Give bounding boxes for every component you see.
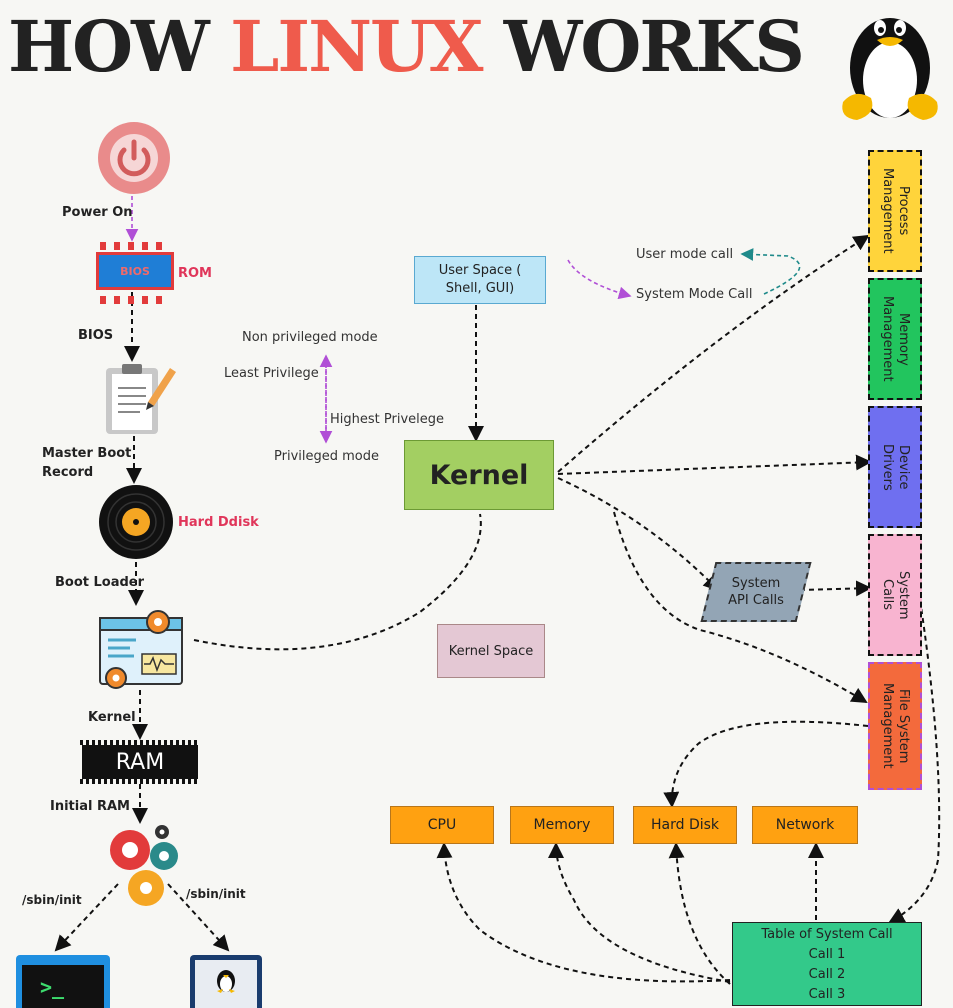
system-api-calls-box[interactable]: System API Calls [700, 562, 812, 622]
gears-icon [110, 825, 178, 906]
hard-disk-box[interactable]: Hard Disk [633, 806, 737, 844]
user-space-box[interactable]: User Space ( Shell, GUI) [414, 256, 546, 304]
hard-disk-icon [99, 485, 173, 559]
power-on-label: Power On [62, 205, 133, 220]
user-mode-call-label: User mode call [636, 247, 734, 262]
system-call-table[interactable]: Table of System Call Call 1 Call 2 Call … [732, 922, 922, 1006]
device-drivers-box[interactable]: Device Drivers [868, 406, 922, 528]
page-title: HOW LINUX WORKS [8, 5, 805, 88]
boot-loader-window-icon [99, 610, 183, 689]
terminal-icon[interactable]: >_ [16, 955, 110, 1008]
bios-label: BIOS [78, 328, 114, 343]
non-privileged-mode-label: Non privileged mode [242, 330, 378, 345]
memory-box[interactable]: Memory [510, 806, 614, 844]
kernel-space-box[interactable]: Kernel Space [437, 624, 545, 678]
highest-privilege-label: Highest Privelege [330, 412, 444, 427]
clipboard-icon [106, 364, 176, 434]
rom-label: ROM [178, 266, 212, 281]
sbin-init-right-label: /sbin/init [186, 887, 246, 901]
boot-loader-label: Boot Loader [55, 575, 145, 590]
system-call-row: Call 1 [808, 947, 846, 962]
system-call-row: Call 2 [808, 967, 846, 982]
least-privilege-label: Least Privilege [224, 366, 319, 381]
desktop-gui-icon[interactable] [190, 955, 262, 1008]
system-call-row: Call 3 [808, 987, 846, 1002]
network-box[interactable]: Network [752, 806, 858, 844]
kernel-box[interactable]: Kernel [404, 440, 554, 510]
mbr-label: Master Boot Record [42, 446, 132, 480]
bios-chip-icon: BIOS [94, 242, 176, 308]
ram-icon: RAM [80, 740, 200, 784]
privileged-mode-label: Privileged mode [274, 449, 379, 464]
system-calls-box[interactable]: System Calls [868, 534, 922, 656]
sbin-init-left-label: /sbin/init [22, 893, 82, 907]
power-icon[interactable] [96, 120, 172, 196]
system-mode-call-label: System Mode Call [636, 287, 753, 302]
initial-ram-label: Initial RAM [50, 799, 130, 814]
tux-small-icon [217, 970, 235, 993]
hard-disk-label: Hard Ddisk [178, 515, 259, 530]
kernel-boot-label: Kernel [88, 710, 136, 725]
cpu-box[interactable]: CPU [390, 806, 494, 844]
process-management-box[interactable]: Process Management [868, 150, 922, 272]
system-call-table-title: Table of System Call [761, 927, 893, 942]
memory-management-box[interactable]: Memory Management [868, 278, 922, 400]
tux-penguin-logo [842, 18, 938, 120]
file-system-management-box[interactable]: File System Management [868, 662, 922, 790]
